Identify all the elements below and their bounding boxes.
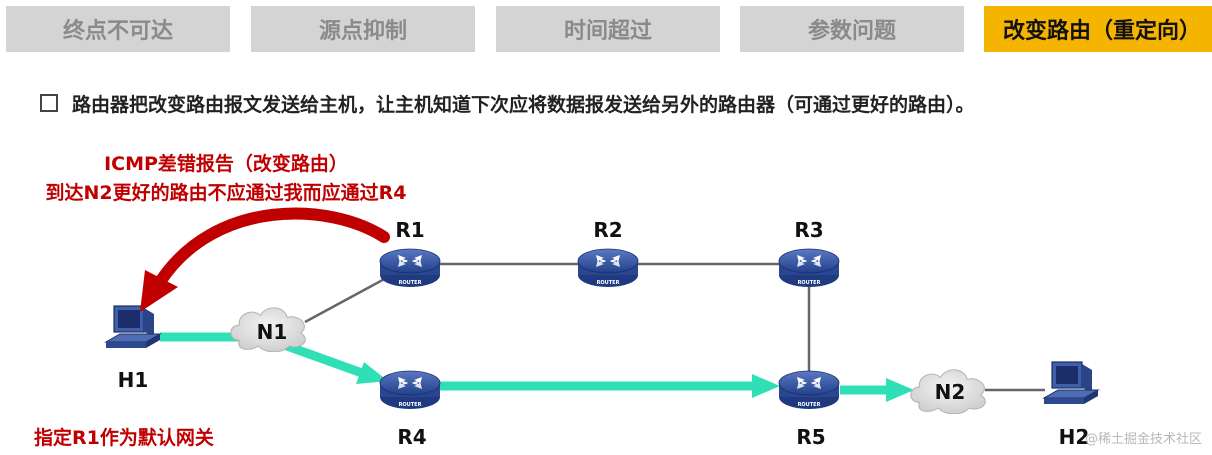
description-bullet: 路由器把改变路由报文发送给主机，让主机知道下次应将数据报发送给另外的路由器（可通… — [40, 88, 975, 118]
icmp-arrowhead-icon — [140, 270, 178, 312]
label-r2: R2 — [593, 218, 622, 242]
label-n1: N1 — [257, 320, 288, 344]
router-r2: ROUTER R2 — [577, 218, 639, 288]
icmp-detail: 到达N2更好的路由不应通过我而应通过R4 — [46, 181, 407, 204]
router-r3: ROUTER R3 — [778, 218, 840, 288]
computer-h2-icon — [1043, 361, 1099, 405]
network-n1: N1 — [230, 307, 306, 352]
label-n2: N2 — [935, 380, 966, 404]
tab-time-exceeded[interactable]: 时间超过 — [496, 6, 720, 52]
bullet-checkbox-icon — [40, 94, 58, 112]
arrow-to-r5-icon — [752, 374, 780, 398]
computer-h1-icon — [105, 305, 161, 349]
router-r1: ROUTER R1 — [379, 218, 441, 288]
tab-destination-unreachable[interactable]: 终点不可达 — [6, 6, 230, 52]
tab-bar: 终点不可达 源点抑制 时间超过 参数问题 改变路由（重定向） — [6, 6, 1212, 52]
icmp-title: ICMP差错报告（改变路由） — [104, 152, 348, 175]
router-r5: ROUTER R5 — [778, 370, 840, 449]
router-badge: ROUTER — [597, 280, 620, 286]
tab-redirect[interactable]: 改变路由（重定向） — [984, 6, 1212, 52]
label-r5: R5 — [796, 425, 825, 449]
router-badge: ROUTER — [798, 402, 821, 408]
label-r3: R3 — [794, 218, 823, 242]
watermark: @稀土掘金技术社区 — [1084, 432, 1202, 447]
router-r4: ROUTER R4 — [379, 370, 441, 449]
network-n2: N2 — [910, 369, 986, 414]
router-badge: ROUTER — [798, 280, 821, 286]
tab-source-quench[interactable]: 源点抑制 — [251, 6, 475, 52]
label-r1: R1 — [395, 218, 424, 242]
label-h1: H1 — [118, 368, 149, 392]
link-n1-r1 — [304, 274, 391, 324]
router-badge: ROUTER — [399, 402, 422, 408]
arrow-to-n2-icon — [886, 378, 914, 402]
gateway-note: 指定R1作为默认网关 — [34, 426, 214, 449]
label-h2: H2 — [1059, 425, 1090, 449]
tab-parameter-problem[interactable]: 参数问题 — [740, 6, 964, 52]
arrow-to-r4-icon — [356, 362, 388, 384]
icmp-redirect-arrow — [154, 207, 390, 288]
description-text: 路由器把改变路由报文发送给主机，让主机知道下次应将数据报发送给另外的路由器（可通… — [72, 93, 975, 116]
label-r4: R4 — [397, 425, 426, 449]
host-h2: H2 — [1043, 361, 1099, 449]
host-h1: H1 — [105, 305, 161, 392]
router-badge: ROUTER — [399, 280, 422, 286]
